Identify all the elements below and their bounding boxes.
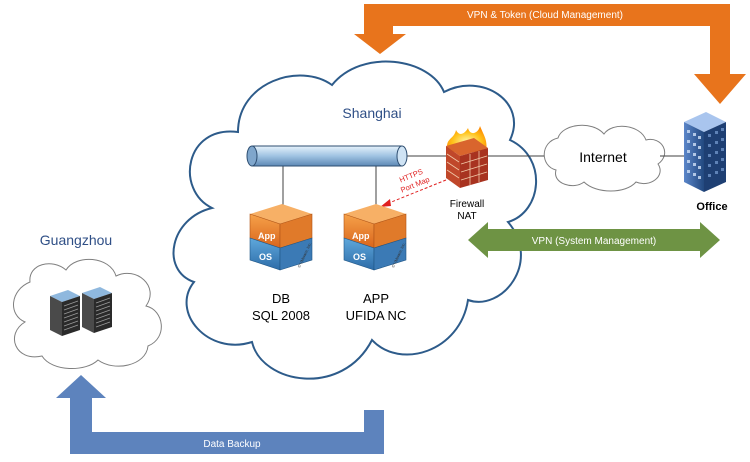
app-os-tag: OS [353, 252, 366, 262]
system-management-arrow-shape [468, 222, 720, 258]
db-vm-icon: App OS © VMware, Inc. [249, 204, 312, 271]
guangzhou-label: Guangzhou [40, 232, 112, 248]
data-backup-arrow: Data Backup [56, 375, 384, 454]
server-rack-icon [50, 290, 80, 336]
db-app-tag: App [258, 231, 276, 241]
db-label-line1: DB [272, 291, 290, 306]
shanghai-label: Shanghai [342, 105, 401, 121]
data-backup-label: Data Backup [203, 439, 261, 450]
db-os-tag: OS [259, 252, 272, 262]
server-rack-icon [82, 287, 112, 333]
firewall-label-line2: NAT [457, 211, 476, 222]
cloud-management-arrow-shape [354, 4, 746, 104]
app-label-line1: APP [363, 291, 389, 306]
app-label-line2: UFIDA NC [346, 308, 407, 323]
system-management-arrow: VPN (System Management) [468, 222, 720, 258]
system-management-label: VPN (System Management) [532, 236, 657, 247]
data-backup-arrow-shape [56, 375, 384, 454]
internet-cloud: Internet [543, 124, 666, 192]
internet-label: Internet [579, 149, 627, 165]
app-vm-icon: App OS © VMware, Inc. [343, 204, 406, 271]
cloud-management-arrow: VPN & Token (Cloud Management) [354, 4, 746, 104]
internet-cloud-shape [543, 124, 666, 192]
firewall-icon [446, 126, 488, 188]
lan-bus-pipe [246, 145, 408, 167]
db-label-line2: SQL 2008 [252, 308, 310, 323]
arrowhead-icon [380, 199, 391, 207]
guangzhou-servers-icon [50, 287, 112, 336]
firewall-label-line1: Firewall [450, 199, 484, 210]
app-app-tag: App [352, 231, 370, 241]
cloud-management-label: VPN & Token (Cloud Management) [467, 10, 623, 21]
office-label: Office [696, 201, 727, 213]
office-building-icon [684, 112, 726, 192]
